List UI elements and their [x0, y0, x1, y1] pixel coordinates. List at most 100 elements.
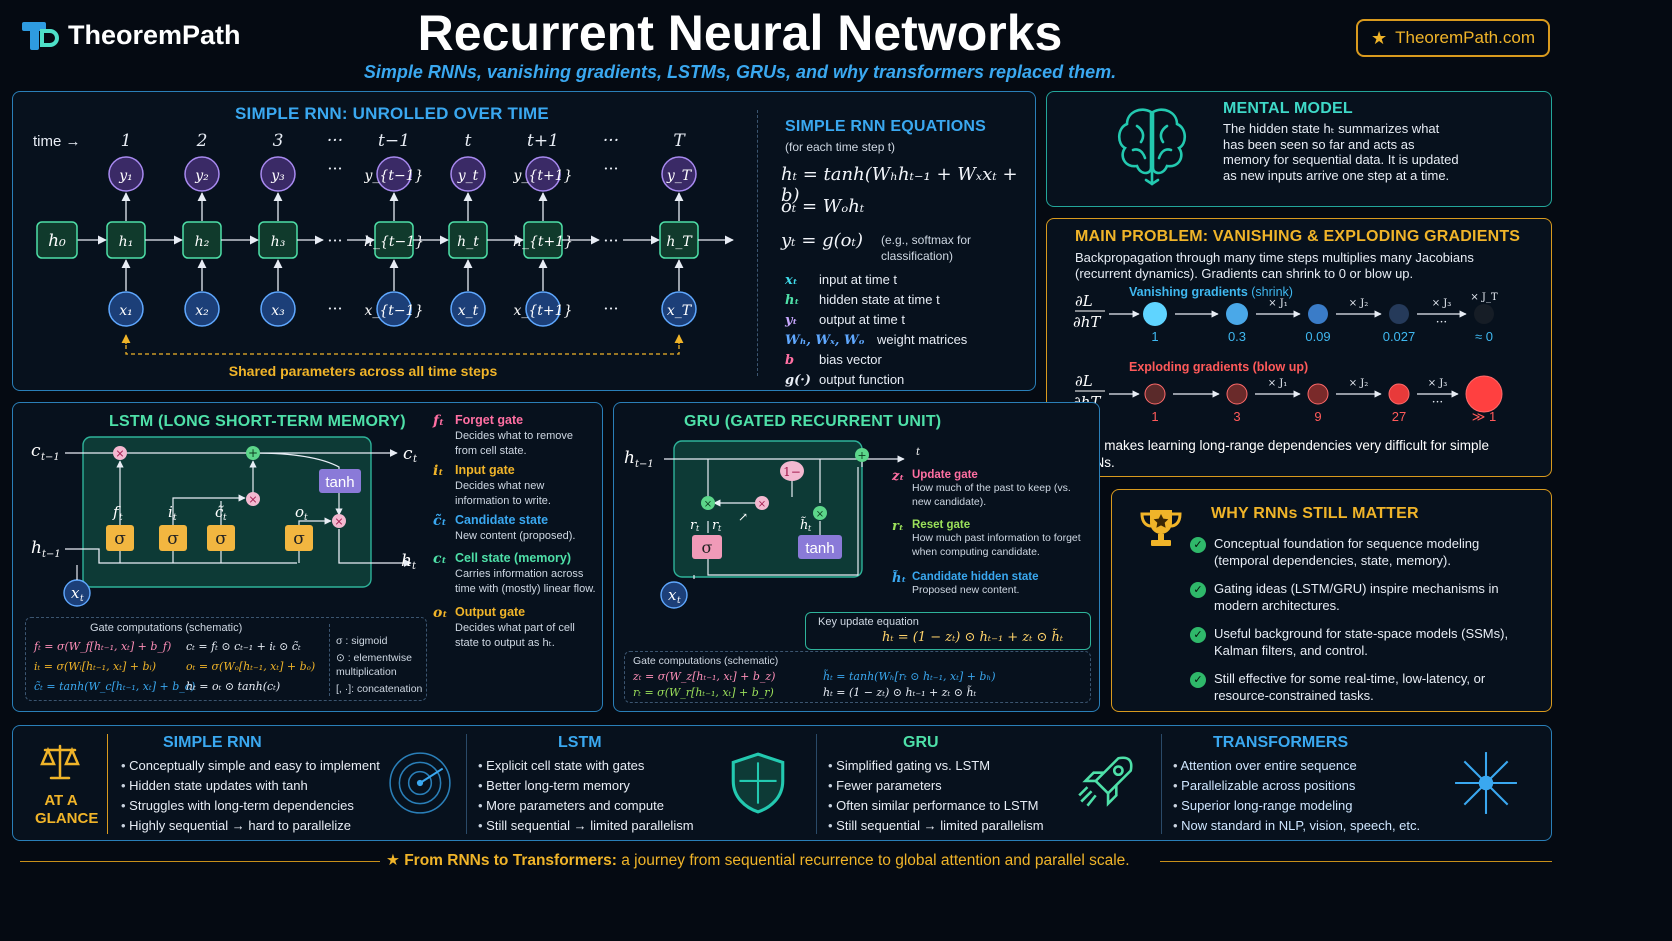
glance-column-list: Explicit cell state with gatesBetter lon…	[478, 756, 693, 836]
gru-comp-title: Gate computations (schematic)	[633, 655, 779, 667]
svg-text:t: t	[223, 513, 227, 523]
output-node	[108, 156, 144, 192]
lstm-computations: Gate computations (schematic) fₜ = σ(W_f…	[25, 617, 427, 701]
hidden-label: h_T	[666, 234, 693, 250]
gradient-value: 1	[1151, 329, 1158, 344]
time-step-label: 3	[273, 131, 284, 151]
gradient-value: ≫ 1	[1472, 409, 1496, 424]
trophy-icon	[1140, 510, 1182, 546]
gru-computations: Gate computations (schematic) zₜ = σ(W_z…	[624, 651, 1091, 703]
svg-text:σ: σ	[702, 538, 713, 557]
lstm-title: LSTM (LONG SHORT-TERM MEMORY)	[109, 413, 406, 430]
theorempath-logo-icon	[22, 22, 59, 50]
svg-text:↗: ↗	[738, 510, 748, 524]
legend-desc: output function	[819, 372, 905, 387]
svg-text:t−1: t−1	[42, 549, 61, 560]
output-node	[661, 156, 697, 192]
svg-text:t: t	[696, 524, 700, 533]
output-label: y_T	[666, 168, 693, 184]
svg-text:h: h	[31, 538, 42, 558]
lstm-comp-equation: hₜ = oₜ ⊙ tanh(cₜ)	[186, 680, 281, 693]
check-icon: ✓	[1190, 537, 1206, 553]
gradients-footer: This makes learning long-range dependenc…	[1075, 438, 1489, 470]
svg-text:t: t	[413, 454, 418, 465]
gradients-title: MAIN PROBLEM: VANISHING & EXPLODING GRAD…	[1075, 228, 1521, 245]
svg-text:×: ×	[248, 493, 257, 506]
svg-text:σ: σ	[215, 529, 227, 549]
ellipsis: ···	[1436, 315, 1447, 329]
input-node	[525, 291, 561, 327]
svg-text:+: +	[248, 446, 258, 460]
lstm-gate-symbol: fₜ	[433, 413, 445, 429]
glance-divider	[1161, 734, 1162, 834]
glance-label: AT A GLANCE	[35, 792, 99, 827]
gradient-value: 0.3	[1228, 329, 1246, 344]
svg-text:h: h	[401, 551, 412, 571]
input-node	[450, 291, 486, 327]
svg-text:σ: σ	[293, 529, 305, 549]
gru-gate-name: Candidate hidden state	[912, 571, 1039, 583]
legend-symbol: hₜ	[785, 293, 800, 308]
svg-text:t: t	[173, 513, 177, 523]
glance-list-item: Still sequential → limited parallelism	[478, 816, 693, 836]
hidden-label: h_t	[457, 234, 479, 250]
lstm-gate-name: Forget gate	[455, 413, 524, 427]
legend-symbol: b	[785, 353, 795, 368]
why-item-text: Gating ideas (LSTM/GRU) inspire mechanis…	[1214, 581, 1499, 613]
svg-text:+: +	[857, 449, 866, 462]
gru-gate-name: Reset gate	[912, 519, 971, 531]
gradient-magnitude-dot	[1308, 304, 1328, 324]
rocket-icon	[1078, 756, 1133, 807]
why-item-text: Still effective for some real-time, low-…	[1214, 671, 1486, 703]
shield-icon	[731, 752, 785, 814]
hidden-label: h_{t−1}	[364, 234, 424, 250]
gru-gate-symbol: rₜ	[892, 519, 904, 534]
gru-key-title: Key update equation	[818, 616, 919, 628]
brand-name: TheoremPath	[68, 20, 241, 50]
legend-desc: output at time t	[819, 312, 905, 327]
gradient-value: 3	[1233, 409, 1240, 424]
vanishing-label: Vanishing gradients (shrink)	[1129, 285, 1293, 299]
gru-cell-diagram: × × × + 1− σ tanh ht−1 h rt rt h̃t ↗ xt	[624, 440, 905, 609]
glance-list-item: Simplified gating vs. LSTM	[828, 756, 1044, 776]
svg-text:t: t	[718, 524, 722, 533]
svg-text:×: ×	[816, 509, 824, 520]
hidden-label: h₃	[271, 234, 286, 250]
glance-column-title: LSTM	[558, 734, 602, 751]
time-step-label: t	[465, 131, 472, 151]
ellipsis: ···	[327, 231, 342, 250]
footer-line-right	[1160, 861, 1552, 862]
svg-text:o: o	[295, 503, 304, 521]
time-step-label: 2	[196, 131, 208, 151]
legend-desc: hidden state at time t	[819, 292, 940, 307]
hidden-label: h_{t+1}	[513, 234, 573, 250]
legend-symbol: g(·)	[785, 373, 811, 388]
output-node	[376, 156, 412, 192]
output-label: y₃	[270, 168, 285, 184]
why-panel: WHY RNNs STILL MATTER ✓Conceptual founda…	[1111, 489, 1552, 712]
lstm-gate-symbol: cₜ	[433, 551, 447, 567]
site-link-button[interactable]: ★ TheoremPath.com	[1356, 19, 1550, 57]
glance-list-item: Parallelizable across positions	[1173, 776, 1420, 796]
legend-row: g(·) output function	[785, 372, 904, 388]
lstm-gate-name: Cell state (memory)	[455, 551, 572, 565]
svg-text:×: ×	[334, 515, 343, 528]
lstm-comp-title: Gate computations (schematic)	[90, 622, 243, 634]
time-step-label: T	[673, 131, 686, 151]
output-label: y_{t+1}	[513, 168, 573, 184]
jacobian-multiplier: × J₃	[1428, 378, 1448, 389]
glance-list-item: Fewer parameters	[828, 776, 1044, 796]
equations-title: SIMPLE RNN EQUATIONS	[785, 118, 987, 135]
gradient-magnitude-dot	[1144, 383, 1166, 405]
lstm-comp-equation: oₜ = σ(Wₒ[hₜ₋₁, xₜ] + bₒ)	[186, 660, 316, 673]
why-item: ✓Gating ideas (LSTM/GRU) inspire mechani…	[1190, 581, 1530, 614]
svg-text:σ: σ	[167, 529, 179, 549]
glance-column-title: SIMPLE RNN	[163, 734, 262, 751]
